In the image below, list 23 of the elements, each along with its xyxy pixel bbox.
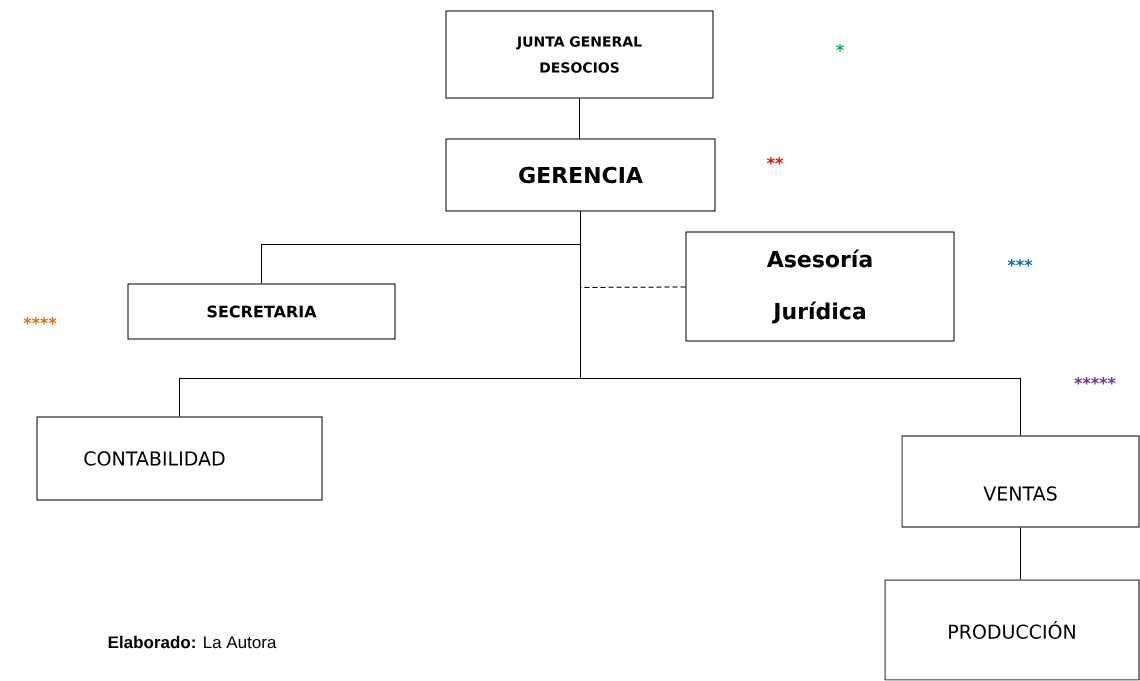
org-box — [36, 416, 323, 501]
star-mark: ***** — [1074, 377, 1116, 385]
node-label: VENTAS — [983, 486, 1057, 501]
org-box — [685, 231, 955, 342]
node-label: Asesoría Jurídica — [766, 249, 872, 324]
org-box — [445, 10, 714, 99]
source-note: Elaborado: La Autora — [108, 635, 277, 649]
node-label: CONTABILIDAD — [84, 451, 225, 466]
node-label: GERENCIA — [519, 166, 643, 184]
node-label: PRODUCCIÓN — [949, 621, 1075, 639]
node-label: SECRETARIA — [207, 305, 317, 318]
org-box — [884, 579, 1140, 681]
org-box — [901, 435, 1140, 528]
org-box — [127, 283, 396, 340]
org-box — [445, 138, 716, 212]
connector-line — [1020, 527, 1021, 580]
node-label: JUNTA GENERAL DESOCIOS — [516, 36, 642, 73]
star-mark: * — [836, 44, 844, 52]
star-mark: *** — [1007, 259, 1033, 267]
star-mark: **** — [23, 317, 57, 325]
connector-line — [579, 98, 580, 139]
connector-line — [580, 211, 1021, 436]
star-mark: ** — [766, 157, 784, 165]
